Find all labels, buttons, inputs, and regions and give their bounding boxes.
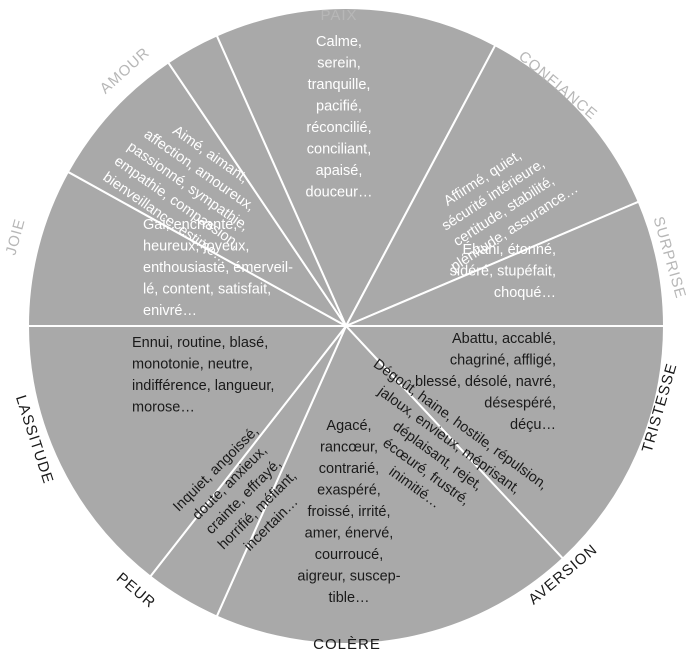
- sector-text-line: Ennui, routine, blasé,: [132, 335, 268, 351]
- sector-text-line: morose…: [132, 400, 195, 416]
- sector-text-line: Gai, enchanté,: [143, 217, 237, 233]
- sector-text-line: serein,: [317, 56, 361, 72]
- sector-text-line: enivré…: [143, 303, 197, 319]
- sector-lassitude: [26, 170, 350, 327]
- wheel-sectors: [26, 7, 666, 645]
- sector-text-lassitude: Ennui, routine, blasé, monotonie, neutre,…: [132, 335, 274, 416]
- sector-text-line: déçu…: [510, 417, 556, 433]
- sector-text-line: Ébahi, étonné,: [462, 241, 556, 258]
- sector-text-line: aigreur, suscep-: [297, 569, 400, 585]
- sector-text-line: désespéré,: [484, 396, 556, 412]
- sector-text-line: blessé, désolé, navré,: [415, 374, 556, 390]
- sector-text-line: exaspéré,: [317, 483, 381, 499]
- sector-text-line: réconcilié,: [306, 120, 371, 136]
- sector-text-surprise: Ébahi, étonné, sidéré, stupéfait, choqué…: [450, 241, 556, 301]
- sector-text-line: enthousiaste, émerveil-: [143, 260, 293, 276]
- sector-text-joie: Gai, enchanté, heureux, joyeux, enthousias…: [143, 217, 293, 319]
- label-colere: COLÈRE: [313, 636, 381, 653]
- sector-text-line: Abattu, accablé,: [452, 331, 556, 347]
- sector-text-paix: Calme, serein, tranquille, pacifié, réconcil…: [306, 34, 373, 201]
- sector-text-line: chagriné, affligé,: [450, 353, 556, 369]
- sector-text-line: conciliant,: [307, 142, 371, 158]
- sector-text-line: courroucé,: [315, 547, 384, 563]
- sector-text-line: sidéré, stupéfait,: [450, 264, 556, 280]
- sector-text-line: heureux, joyeux,: [143, 239, 249, 255]
- sector-amour: [166, 34, 347, 327]
- sector-aversion: [215, 324, 565, 645]
- sector-text-line: contrarié,: [319, 461, 379, 477]
- sector-text-line: Agacé,: [326, 418, 371, 434]
- label-joie: JOIE: [3, 217, 29, 257]
- sector-text-line: pacifié,: [316, 99, 362, 115]
- sector-text-line: rancœur,: [320, 440, 378, 456]
- sector-surprise: [345, 200, 666, 327]
- sector-text-line: apaisé,: [316, 163, 363, 179]
- sector-text-line: douceur…: [306, 185, 373, 201]
- sector-peur: [26, 325, 349, 579]
- sector-text-line: Calme,: [316, 34, 362, 50]
- sector-confiance: [343, 43, 641, 329]
- sector-text-colere: Agacé, rancœur, contrarié, exaspéré, froissé…: [297, 418, 400, 606]
- sector-text-line: indifférence, langueur,: [132, 378, 274, 394]
- sector-text-line: froissé, irrité,: [308, 504, 391, 520]
- sector-text-line: amer, énervé,: [305, 526, 394, 542]
- label-paix: PAIX: [320, 7, 357, 24]
- sector-text-line: choqué…: [494, 285, 556, 301]
- sector-text-tristesse: Abattu, accablé, chagriné, affligé, blessé…: [415, 331, 556, 433]
- sector-tristesse: [343, 325, 666, 561]
- sector-joie: [66, 61, 347, 327]
- sector-text-line: tranquille,: [308, 77, 371, 93]
- sector-text-line: lé, content, satisfait,: [143, 282, 271, 298]
- sector-paix: [215, 7, 497, 329]
- sector-text-line: tible…: [328, 590, 369, 606]
- sector-text-line: monotonie, neutre,: [132, 357, 253, 373]
